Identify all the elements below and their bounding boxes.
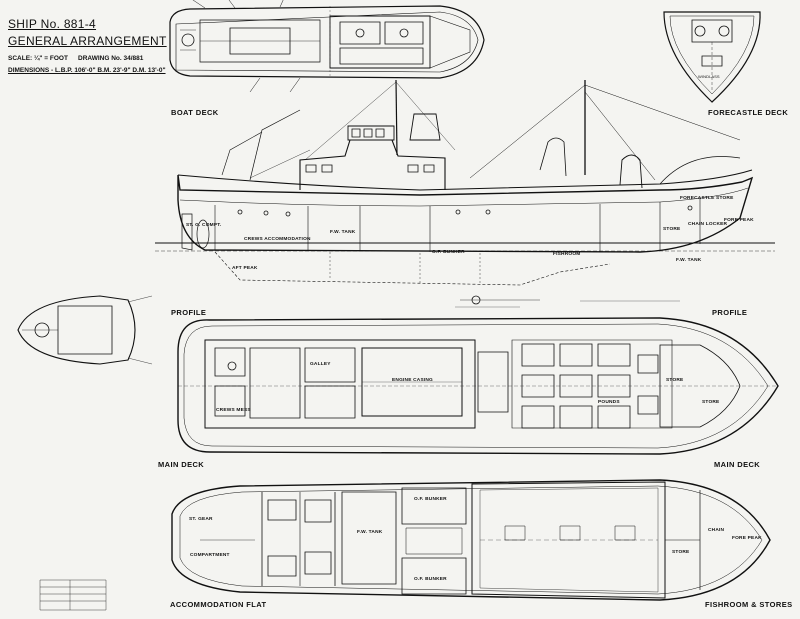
profile-label-st-g-compt: ST. G. COMPT.	[186, 223, 222, 228]
main-deck-label-galley: GALLEY	[310, 362, 331, 367]
wheelhouse-top-plan	[18, 296, 152, 364]
forecastle-deck-plan	[664, 12, 760, 102]
main-deck-label-pounds: POUNDS	[598, 400, 620, 405]
fishroom-stores-title: FISHROOM & STORES	[705, 600, 793, 609]
main-deck-label-store: STORE	[666, 378, 684, 383]
acc-label-store: STORE	[672, 550, 690, 555]
acc-label-fore-peak: FORE PEAK	[732, 536, 762, 541]
main-deck-plan	[178, 318, 778, 454]
accommodation-flat-title: ACCOMMODATION FLAT	[170, 600, 267, 609]
profile-label-store: STORE	[663, 227, 681, 232]
accommodation-fishroom-plan	[172, 480, 770, 600]
profile-title-right: PROFILE	[712, 308, 748, 317]
drawing-number: DRAWING No. 34/881	[78, 55, 144, 62]
acc-label-st-gear: ST. GEAR	[189, 517, 213, 522]
scale-text: SCALE: ¼" = FOOT	[8, 55, 68, 62]
main-deck-label-crews-mess: CREWS MESS	[216, 408, 251, 413]
profile-label-chain-locker: CHAIN LOCKER	[688, 222, 728, 227]
boat-deck-title: BOAT DECK	[171, 108, 219, 117]
acc-label-compartment: COMPARTMENT	[190, 553, 230, 558]
main-deck-title-left: MAIN DECK	[158, 460, 205, 469]
profile-label-fore-peak: FORE PEAK	[724, 218, 754, 223]
boat-deck-plan	[170, 0, 484, 92]
profile-label-fw-tank: F.W. TANK	[330, 230, 356, 235]
dimensions-text: DIMENSIONS - L.B.P. 106'-0" B.M. 23'-9" …	[8, 67, 166, 74]
profile-title-left: PROFILE	[171, 308, 207, 317]
profile-label-fw-tank-fwd: F.W. TANK	[676, 258, 702, 263]
acc-label-chain: CHAIN	[708, 528, 725, 533]
profile-label-aft-peak: AFT PEAK	[232, 266, 258, 271]
profile-label-fishroom: FISHROOM	[553, 252, 581, 257]
profile-label-forecastle-store: FORECASTLE STORE	[680, 196, 734, 201]
acc-label-of-bunker-bottom: O.F. BUNKER	[414, 577, 447, 582]
drawing-title: GENERAL ARRANGEMENT	[8, 34, 167, 48]
forecastle-label-windlass: WINDLASS	[698, 74, 720, 79]
main-deck-label-fwd-store: STORE	[702, 400, 720, 405]
main-deck-label-engine-casing: ENGINE CASING	[392, 378, 433, 383]
forecastle-deck-title: FORECASTLE DECK	[708, 108, 789, 117]
approval-stamp	[40, 580, 106, 610]
acc-label-of-bunker-top: O.F. BUNKER	[414, 497, 447, 502]
acc-label-fw-tank: F.W. TANK	[357, 530, 383, 535]
main-deck-title-right: MAIN DECK	[714, 460, 761, 469]
profile-label-of-bunker: O.F. BUNKER	[432, 250, 465, 255]
ship-number: SHIP No. 881-4	[8, 17, 97, 31]
profile-label-crews-accommodation: CREWS ACCOMMODATION	[244, 237, 311, 242]
profile-view	[155, 80, 775, 307]
